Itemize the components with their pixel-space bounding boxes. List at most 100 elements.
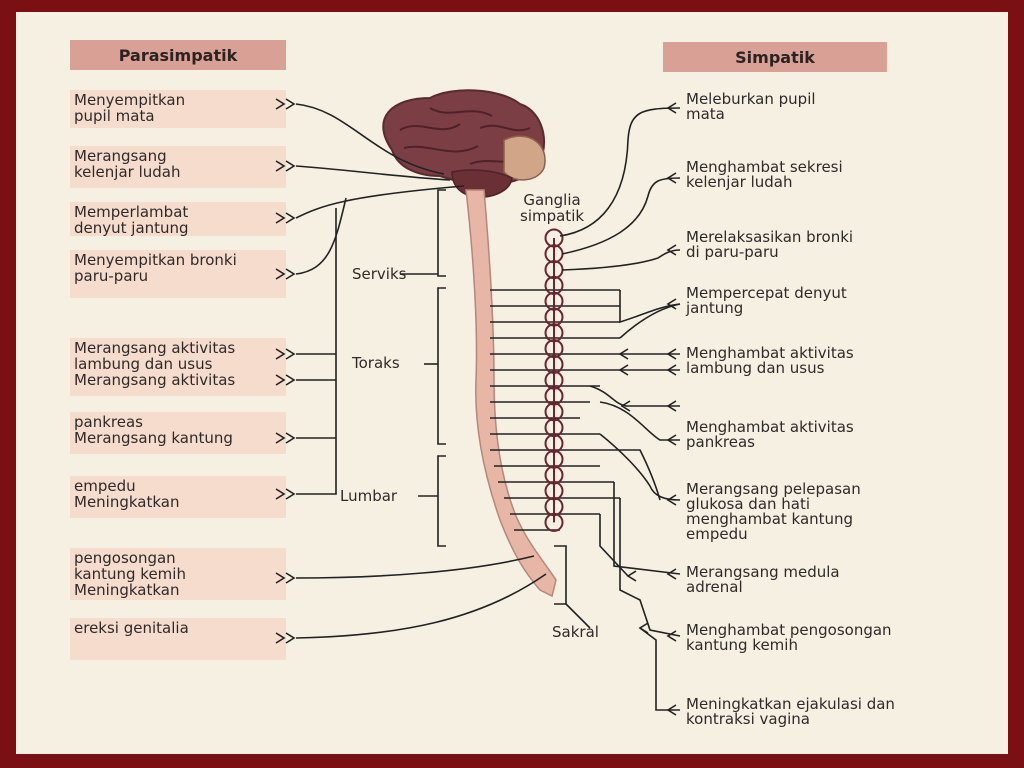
para-effect-gallbladder: empedu Meningkatkan xyxy=(70,476,286,518)
cervical-bracket xyxy=(437,189,446,277)
ganglia-label-line: simpatik xyxy=(520,207,585,225)
symp-line: Merelaksasikan bronki xyxy=(686,228,854,246)
sympathetic-ganglion xyxy=(544,512,564,532)
region-label-cervical: Serviks xyxy=(352,265,407,283)
symp-effect-glucose: Merangsang pelepasan glukosa dan hati me… xyxy=(686,482,976,542)
symp-line: menghambat kantung xyxy=(686,510,854,528)
symp-line: Merangsang pelepasan xyxy=(686,480,861,498)
sympathetic-pathways xyxy=(559,107,681,711)
symp-effect-pancreas: Menghambat aktivitas pankreas xyxy=(686,420,976,450)
sympathetic-ganglia-chain xyxy=(544,228,564,532)
lumbar-bracket xyxy=(437,455,446,547)
symp-line: Meningkatkan ejakulasi dan xyxy=(686,695,895,713)
symp-line: Merangsang medula xyxy=(686,563,840,581)
para-effect-pancreas: pankreas Merangsang kantung xyxy=(70,412,286,454)
para-line: Merangsang aktivitas xyxy=(74,371,236,389)
symp-line: jantung xyxy=(686,299,744,317)
symp-line: adrenal xyxy=(686,578,743,596)
sympathetic-ganglion xyxy=(544,228,564,248)
symp-effect-stomach: Menghambat aktivitas lambung dan usus xyxy=(686,346,976,376)
parasympathetic-pathways xyxy=(295,103,547,639)
ganglia-label-line: Ganglia xyxy=(523,191,581,209)
para-line: Menyempitkan bronki xyxy=(74,251,237,269)
para-line: pengosongan xyxy=(74,549,176,567)
symp-line: mata xyxy=(686,105,725,123)
para-effect-bladder: pengosongan kantung kemih Meningkatkan xyxy=(70,548,286,600)
symp-effect-bronchi: Merelaksasikan bronki di paru-paru xyxy=(686,230,976,260)
brain-folds xyxy=(399,107,531,165)
sympathetic-ganglion xyxy=(544,339,564,359)
spinal-cord xyxy=(465,189,557,598)
symp-effect-adrenal: Merangsang medula adrenal xyxy=(686,565,976,595)
region-label-sacral: Sakral xyxy=(552,623,599,641)
sympathetic-ganglion xyxy=(544,402,564,422)
para-line: pupil mata xyxy=(74,107,155,125)
symp-line: empedu xyxy=(686,525,748,543)
sympathetic-ganglion xyxy=(544,481,564,501)
symp-line: glukosa dan hati xyxy=(686,495,811,513)
sympathetic-ganglion xyxy=(544,307,564,327)
parasympathetic-title: Parasimpatik xyxy=(118,45,238,65)
sympathetic-ganglion xyxy=(544,386,564,406)
sympathetic-ganglion xyxy=(544,418,564,438)
symp-line: di paru-paru xyxy=(686,243,779,261)
thoracic-bracket xyxy=(437,287,446,445)
para-line: pankreas xyxy=(74,413,143,431)
sympathetic-ganglion xyxy=(544,323,564,343)
para-effect-genitalia: ereksi genitalia xyxy=(70,618,286,660)
symp-line: kontraksi vagina xyxy=(686,710,810,728)
para-line: Meningkatkan xyxy=(74,581,180,599)
para-line: denyut jantung xyxy=(74,219,189,237)
para-line: kantung kemih xyxy=(74,565,186,583)
para-line: paru-paru xyxy=(74,267,149,285)
brain-illustration xyxy=(382,89,546,198)
sympathetic-arrowheads xyxy=(618,102,677,716)
sympathetic-ganglion xyxy=(544,291,564,311)
para-line: Merangsang kantung xyxy=(74,429,233,447)
sympathetic-header: Simpatik xyxy=(663,42,887,72)
symp-effect-heart: Mempercepat denyut jantung xyxy=(686,286,976,316)
ganglia-label: Ganglia simpatik xyxy=(520,192,584,224)
symp-line: Menghambat aktivitas xyxy=(686,418,854,436)
region-brackets xyxy=(400,189,591,629)
para-line: Meningkatkan xyxy=(74,493,180,511)
sympathetic-ganglion xyxy=(544,433,564,453)
symp-line: Menghambat aktivitas xyxy=(686,344,854,362)
para-line: ereksi genitalia xyxy=(74,619,189,637)
para-line: lambung dan usus xyxy=(74,355,213,373)
symp-line: pankreas xyxy=(686,433,755,451)
sympathetic-ganglion xyxy=(544,449,564,469)
para-line: kelenjar ludah xyxy=(74,163,181,181)
symp-line: kantung kemih xyxy=(686,636,798,654)
symp-line: kelenjar ludah xyxy=(686,173,793,191)
para-line: Merangsang xyxy=(74,147,167,165)
para-effect-bronchi: Menyempitkan bronki paru-paru xyxy=(70,250,286,298)
region-label-lumbar: Lumbar xyxy=(340,487,398,505)
sympathetic-ganglion xyxy=(544,497,564,517)
symp-effect-saliva: Menghambat sekresi kelenjar ludah xyxy=(686,160,976,190)
para-effect-pupil: Menyempitkan pupil mata xyxy=(70,90,286,128)
para-effect-heart: Memperlambat denyut jantung xyxy=(70,202,286,236)
sympathetic-ganglion xyxy=(544,370,564,390)
parasympathetic-arrowheads xyxy=(275,98,296,644)
sympathetic-title: Simpatik xyxy=(735,47,815,67)
para-effect-saliva: Merangsang kelenjar ludah xyxy=(70,146,286,188)
para-line: empedu xyxy=(74,477,136,495)
sympathetic-ganglion xyxy=(544,354,564,374)
symp-effect-pupil: Meleburkan pupil mata xyxy=(686,92,976,122)
sacral-bracket xyxy=(554,545,567,605)
sympathetic-ganglion xyxy=(544,465,564,485)
symp-effect-genital: Meningkatkan ejakulasi dan kontraksi vag… xyxy=(686,697,976,727)
symp-line: Meleburkan pupil xyxy=(686,90,816,108)
symp-line: Mempercepat denyut xyxy=(686,284,847,302)
region-label-thoracic: Toraks xyxy=(352,354,400,372)
symp-line: Menghambat sekresi xyxy=(686,158,843,176)
symp-effect-bladder: Menghambat pengosongan kantung kemih xyxy=(686,623,976,653)
para-line: Memperlambat xyxy=(74,203,189,221)
para-effect-stomach: Merangsang aktivitas lambung dan usus Me… xyxy=(70,338,286,396)
symp-line: lambung dan usus xyxy=(686,359,825,377)
sympathetic-ganglion xyxy=(544,275,564,295)
symp-line: Menghambat pengosongan xyxy=(686,621,892,639)
para-line: Merangsang aktivitas xyxy=(74,339,236,357)
